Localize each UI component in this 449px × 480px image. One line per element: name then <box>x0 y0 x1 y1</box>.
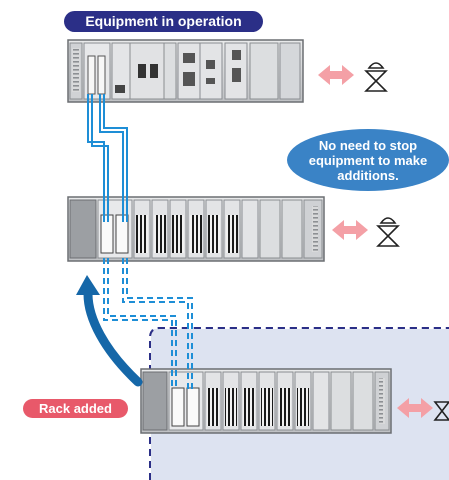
equipment-in-operation-label: Equipment in operation <box>64 11 263 32</box>
double-arrow-icon <box>318 65 354 85</box>
double-arrow-icon <box>332 220 368 240</box>
no-need-to-stop-callout: No need to stop equipment to make additi… <box>287 129 449 191</box>
valve-icon <box>364 62 388 92</box>
valve-icon <box>433 401 449 421</box>
valve-icon <box>376 217 400 247</box>
rack-added <box>140 368 392 434</box>
curved-arrow-icon <box>76 275 143 387</box>
rack-added-label: Rack added <box>23 399 128 418</box>
cable-solid <box>87 94 128 222</box>
callout-line-3: additions. <box>337 167 399 183</box>
callout-line-1: No need to stop <box>318 137 418 153</box>
rack-middle <box>67 196 325 262</box>
double-arrow-icon <box>397 398 433 418</box>
rack-top <box>67 39 304 103</box>
cable-dashed <box>103 258 193 390</box>
callout-line-2: equipment to make <box>308 152 428 168</box>
